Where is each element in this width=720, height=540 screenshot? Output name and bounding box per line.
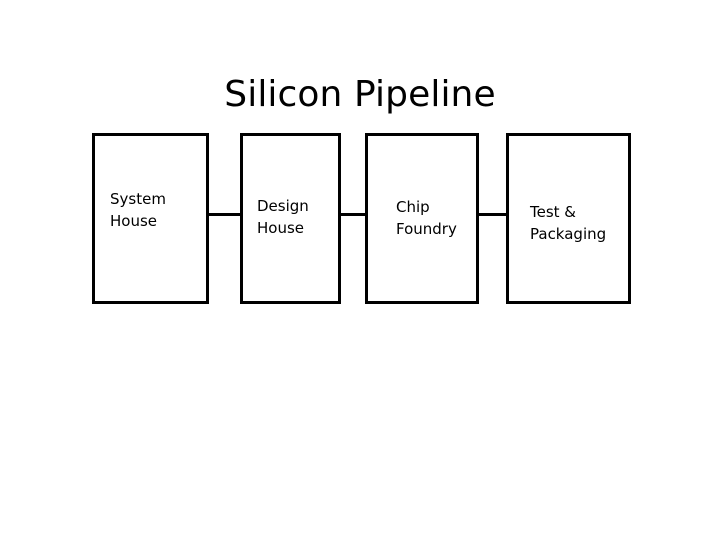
stage-box-test-packaging[interactable] <box>506 133 631 304</box>
stage-label-design-house: Design House <box>257 197 309 237</box>
stage-box-chip-foundry[interactable] <box>365 133 479 304</box>
stage-label-system-house: System House <box>110 190 166 230</box>
stage-box-design-house[interactable] <box>240 133 341 304</box>
stage-label-test-packaging: Test & Packaging <box>530 203 607 243</box>
connector-design-house-to-chip-foundry <box>340 213 366 216</box>
stage-label-chip-foundry: Chip Foundry <box>396 198 457 238</box>
stage-box-system-house[interactable] <box>92 133 209 304</box>
connector-system-house-to-design-house <box>208 213 241 216</box>
page-title: Silicon Pipeline <box>224 74 496 115</box>
connector-chip-foundry-to-test-packaging <box>478 213 507 216</box>
